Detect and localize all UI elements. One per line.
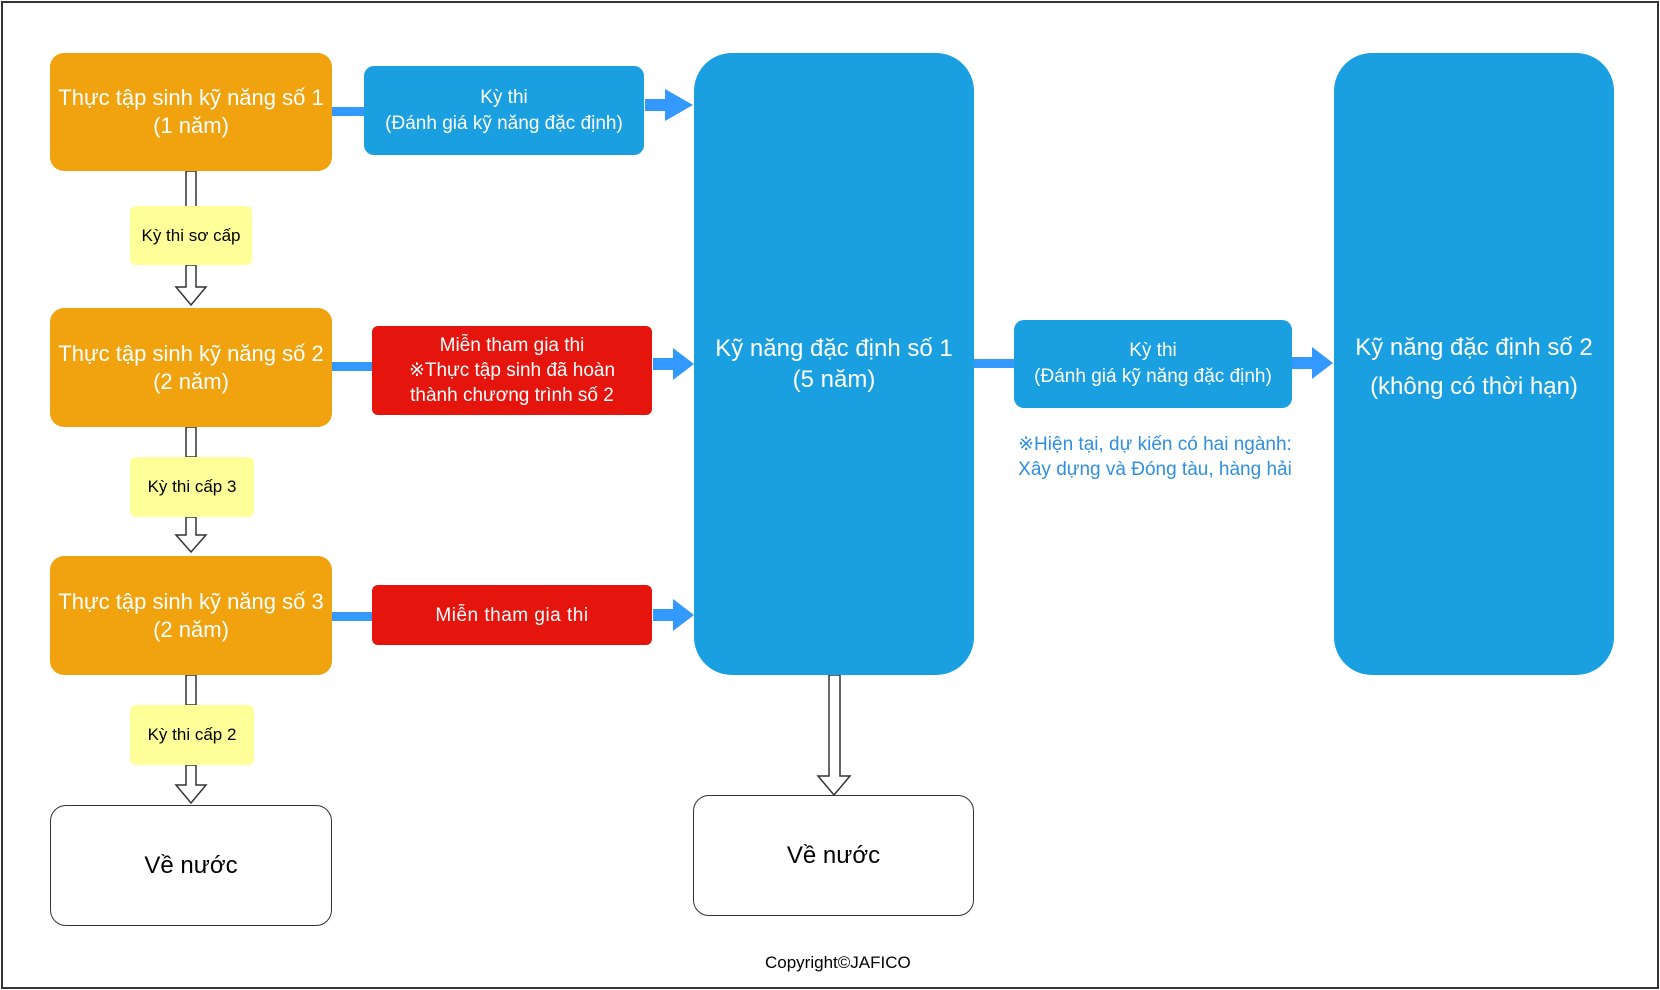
hollow-connector xyxy=(185,674,197,706)
exam-1-title: Kỳ thi xyxy=(480,86,528,108)
trainee-1-title: Thực tập sinh kỹ năng số 1 xyxy=(58,85,324,110)
connector-line xyxy=(332,612,372,621)
exemption-2-note-line1: ※Thực tập sinh đã hoàn xyxy=(408,360,616,381)
arrow-shaft xyxy=(645,99,667,111)
trainee-3-duration: (2 năm) xyxy=(153,616,229,642)
arrow-head xyxy=(673,599,694,631)
arrow-shaft xyxy=(1292,357,1314,369)
specified-skill-2-duration: (không có thời hạn) xyxy=(1370,373,1578,400)
specified-skill-1-title: Kỹ năng đặc định số 1 xyxy=(715,335,953,362)
exemption-2-note-line2: thành chương trình số 2 xyxy=(410,385,614,406)
connector-line xyxy=(974,359,1014,368)
exemption-3-box: Miễn tham gia thi xyxy=(372,585,652,645)
industry-note-line1: ※Hiện tại, dự kiến có hai ngành: xyxy=(1018,434,1292,455)
elementary-exam-label: Kỳ thi sơ cấp xyxy=(130,206,252,265)
trainee-1-box: Thực tập sinh kỹ năng số 1 (1 năm) xyxy=(50,53,332,171)
exam-1-box: Kỳ thi (Đánh giá kỹ năng đặc định) xyxy=(364,66,644,155)
hollow-down-arrow xyxy=(174,264,208,307)
arrow-head xyxy=(1312,347,1333,379)
copyright-text: Copyright©JAFICO xyxy=(765,953,911,972)
trainee-3-box: Thực tập sinh kỹ năng số 3 (2 năm) xyxy=(50,556,332,675)
trainee-2-title: Thực tập sinh kỹ năng số 2 xyxy=(58,340,324,366)
hollow-connector xyxy=(185,170,197,208)
specified-skill-2-title: Kỹ năng đặc định số 2 xyxy=(1355,334,1593,361)
exam-2-title: Kỳ thi xyxy=(1129,340,1177,361)
industry-note-line2: Xây dựng và Đóng tàu, hàng hải xyxy=(1018,459,1292,480)
industry-note: ※Hiện tại, dự kiến có hai ngành: Xây dựn… xyxy=(1000,432,1310,482)
arrow-head xyxy=(673,348,694,380)
return-home-center-box: Về nước xyxy=(693,795,974,916)
level2-exam-label: Kỳ thi cấp 2 xyxy=(130,705,254,765)
exam-2-subtitle: (Đánh giá kỹ năng đặc định) xyxy=(1034,366,1272,387)
return-home-left-text: Về nước xyxy=(144,851,238,879)
trainee-2-duration: (2 năm) xyxy=(153,368,229,394)
exam-2-box: Kỳ thi (Đánh giá kỹ năng đặc định) xyxy=(1014,320,1292,408)
arrow-shaft xyxy=(653,609,675,621)
connector-line xyxy=(332,107,364,116)
level2-exam-text: Kỳ thi cấp 2 xyxy=(147,725,237,744)
return-home-center-text: Về nước xyxy=(786,841,881,869)
arrow-head xyxy=(665,89,693,121)
hollow-arrows xyxy=(174,170,852,805)
exemption-3-title: Miễn tham gia thi xyxy=(435,604,589,626)
specified-skill-1-box: Kỹ năng đặc định số 1 (5 năm) xyxy=(694,53,974,675)
return-home-left-box: Về nước xyxy=(50,805,332,926)
connector-line xyxy=(332,362,372,371)
level3-exam-text: Kỳ thi cấp 3 xyxy=(147,477,237,496)
hollow-down-arrow xyxy=(174,764,208,805)
level3-exam-label: Kỳ thi cấp 3 xyxy=(130,457,254,517)
specified-skill-2-box: Kỹ năng đặc định số 2 (không có thời hạn… xyxy=(1334,53,1614,675)
blue-connectors xyxy=(332,89,1333,631)
hollow-connector xyxy=(185,426,197,458)
exam-1-subtitle: (Đánh giá kỹ năng đặc định) xyxy=(385,112,623,134)
trainee-1-duration: (1 năm) xyxy=(153,113,229,138)
exemption-2-title: Miễn tham gia thi xyxy=(439,335,585,356)
trainee-3-title: Thực tập sinh kỹ năng số 3 xyxy=(58,588,324,614)
elementary-exam-text: Kỳ thi sơ cấp xyxy=(141,225,241,245)
hollow-down-arrow xyxy=(816,674,852,797)
trainee-2-box: Thực tập sinh kỹ năng số 2 (2 năm) xyxy=(50,308,332,427)
specified-skill-1-duration: (5 năm) xyxy=(792,366,876,393)
hollow-down-arrow xyxy=(174,516,208,554)
exemption-2-box: Miễn tham gia thi ※Thực tập sinh đã hoàn… xyxy=(372,326,652,415)
arrow-shaft xyxy=(653,358,675,370)
